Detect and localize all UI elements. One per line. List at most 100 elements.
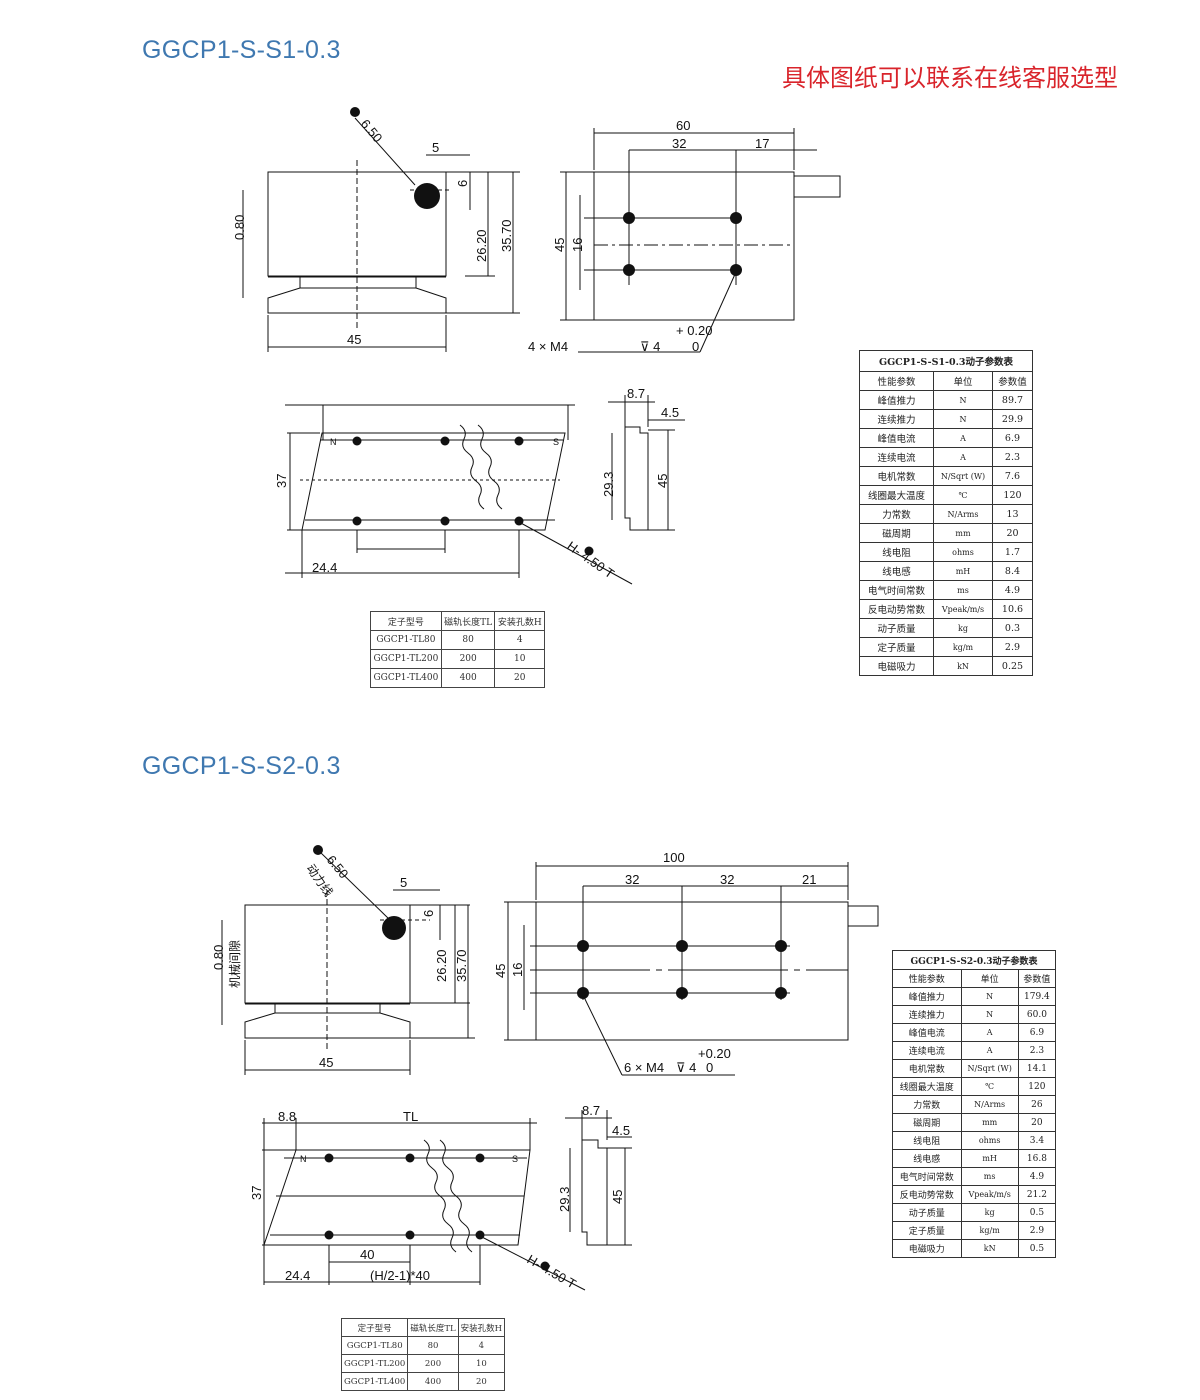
dim-8-7: 8.7	[582, 1103, 600, 1118]
dim-tl: TL	[403, 1109, 418, 1124]
rail-s: S	[512, 1154, 518, 1164]
stator-model: GGCP1-TL80	[340, 1336, 409, 1355]
param-name: 线圈最大温度	[892, 1077, 962, 1096]
dim-26: 26.20	[474, 229, 489, 262]
param-value: 10.6	[991, 599, 1034, 619]
param-name: 电气时间常数	[858, 580, 935, 600]
rail-length: 80	[440, 630, 496, 650]
param-name: 动子质量	[892, 1203, 962, 1222]
param-name: 线电阻	[892, 1131, 962, 1150]
param-value: 21.2	[1017, 1185, 1057, 1204]
mount-holes: 20	[457, 1372, 506, 1391]
param-unit: mH	[933, 561, 993, 581]
mount-holes: 20	[494, 668, 545, 688]
dim-8-8: 8.8	[278, 1109, 296, 1124]
contact-notice: 具体图纸可以联系在线客服选型	[782, 64, 1118, 92]
dim-37: 37	[274, 474, 289, 488]
section-title-s2: GGCP1-S-S2-0.3	[142, 752, 341, 780]
param-header-cell: 性能参数	[892, 969, 962, 988]
dim-6: 6	[455, 180, 470, 187]
param-name: 线电阻	[858, 542, 935, 562]
param-unit: N/Sqrt (W)	[933, 466, 993, 486]
dim-side-45: 45	[493, 964, 508, 978]
dim-5: 5	[400, 875, 407, 890]
param-name: 连续电流	[858, 447, 935, 467]
param-unit: mm	[933, 523, 993, 543]
dim-end-45: 45	[655, 474, 670, 488]
dim-4-5: 4.5	[661, 405, 679, 420]
param-unit: N	[933, 409, 993, 429]
param-unit: ms	[933, 580, 993, 600]
s2-drawing: 6.50 动力线 5 6 0.80 机械间隙 26.20 35.70 45 10…	[211, 845, 879, 1292]
param-header-row: 性能参数单位参数值	[858, 371, 1034, 391]
param-name: 电机常数	[858, 466, 935, 486]
param-value: 29.9	[991, 409, 1034, 429]
rail-length: 200	[407, 1354, 459, 1373]
stator-model: GGCP1-TL400	[340, 1372, 409, 1391]
section-title-s1: GGCP1-S-S1-0.3	[142, 36, 341, 64]
s1-drawing: 6.50 5 6 0.80 26.20 35.70 45 60 32 17 45…	[232, 107, 841, 585]
param-name: 连续推力	[892, 1005, 962, 1024]
dim-5: 5	[432, 140, 439, 155]
dim-hole-note: H- 4.50 T	[564, 538, 617, 581]
param-unit: N	[960, 987, 1019, 1006]
dim-32a: 32	[625, 872, 639, 887]
param-name: 连续推力	[858, 409, 935, 429]
dim-width-45: 45	[347, 332, 361, 347]
param-name: 力常数	[892, 1095, 962, 1114]
mount-holes: 10	[494, 649, 545, 669]
param-value: 6.9	[1017, 1023, 1057, 1042]
param-value: 20	[1017, 1113, 1057, 1132]
param-value: 120	[1017, 1077, 1057, 1096]
param-unit: N	[960, 1005, 1019, 1024]
param-value: 0.5	[1017, 1203, 1057, 1222]
dim-32: 32	[672, 136, 686, 151]
param-unit: ℃	[933, 485, 993, 505]
dim-side-16: 16	[570, 238, 585, 252]
dim-24-4: 24.4	[285, 1268, 310, 1283]
rail-length: 200	[440, 649, 496, 669]
dim-8-7: 8.7	[627, 386, 645, 401]
param-unit: kg	[933, 618, 993, 638]
dim-35: 35.70	[454, 949, 469, 982]
rail-s: S	[553, 437, 559, 447]
dim-gap: 0.80	[211, 945, 226, 970]
param-value: 2.9	[991, 637, 1034, 657]
param-value: 26	[1017, 1095, 1057, 1114]
param-unit: N/Sqrt (W)	[960, 1059, 1019, 1078]
dim-hole-dia: 6.50	[358, 116, 386, 145]
param-unit: kN	[933, 656, 993, 676]
dim-hole-note: H- 4.50 T	[525, 1252, 579, 1292]
dim-tol: +0.20	[698, 1046, 731, 1061]
param-value: 20	[991, 523, 1034, 543]
mount-holes: 4	[494, 630, 545, 650]
dim-end-45: 45	[610, 1190, 625, 1204]
param-value: 16.8	[1017, 1149, 1057, 1168]
param-header-cell: 单位	[960, 969, 1019, 988]
rail-length: 400	[407, 1372, 459, 1391]
dim-depth: ⊽ 4	[640, 339, 660, 354]
param-name: 线电感	[892, 1149, 962, 1168]
dim-hole-dia: 6.50	[324, 852, 352, 881]
param-value: 6.9	[991, 428, 1034, 448]
param-name: 电气时间常数	[892, 1167, 962, 1186]
param-unit: A	[933, 428, 993, 448]
param-value: 13	[991, 504, 1034, 524]
